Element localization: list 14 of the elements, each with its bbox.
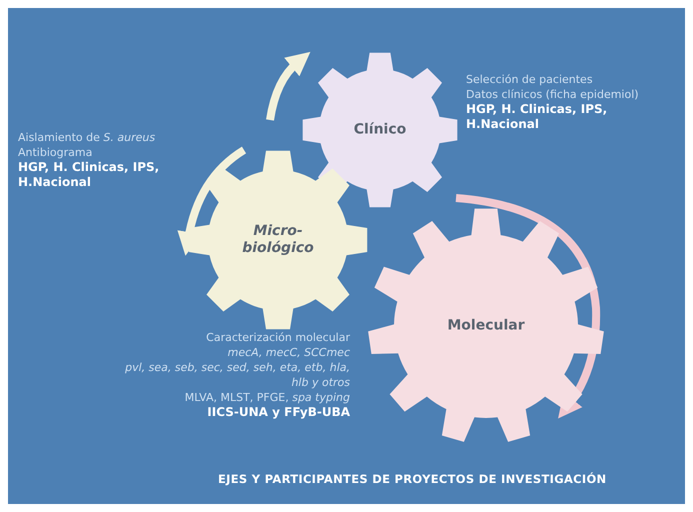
task-text: mecA, mecC, SCCmec (226, 345, 350, 360)
participants-text: HGP, H. Clinicas, IPS, H.Nacional (466, 102, 608, 132)
participants-text: IICS-UNA y FFyB-UBA (206, 405, 350, 420)
task-text: Datos clínicos (ficha epidemiol) (466, 87, 640, 102)
gear-label: Clínico (352, 122, 408, 138)
participants-text: HGP, H. Clinicas, IPS, H.Nacional (18, 160, 160, 190)
task-text: Selección de pacientes (466, 72, 594, 87)
task-text: Antibiograma (18, 145, 94, 160)
caption: EJES Y PARTICIPANTES DE PROYECTOS DE INVESTIGACIÓN (218, 472, 606, 486)
task-text: Aislamiento de S. aureus (18, 130, 156, 145)
task-text: MLVA, MLST, PFGE, spa typing (184, 390, 350, 405)
gear-label: Micro-biológico (241, 223, 315, 257)
task-text: Caracterización molecular (205, 330, 350, 345)
gear-label: Molecular (446, 318, 526, 334)
